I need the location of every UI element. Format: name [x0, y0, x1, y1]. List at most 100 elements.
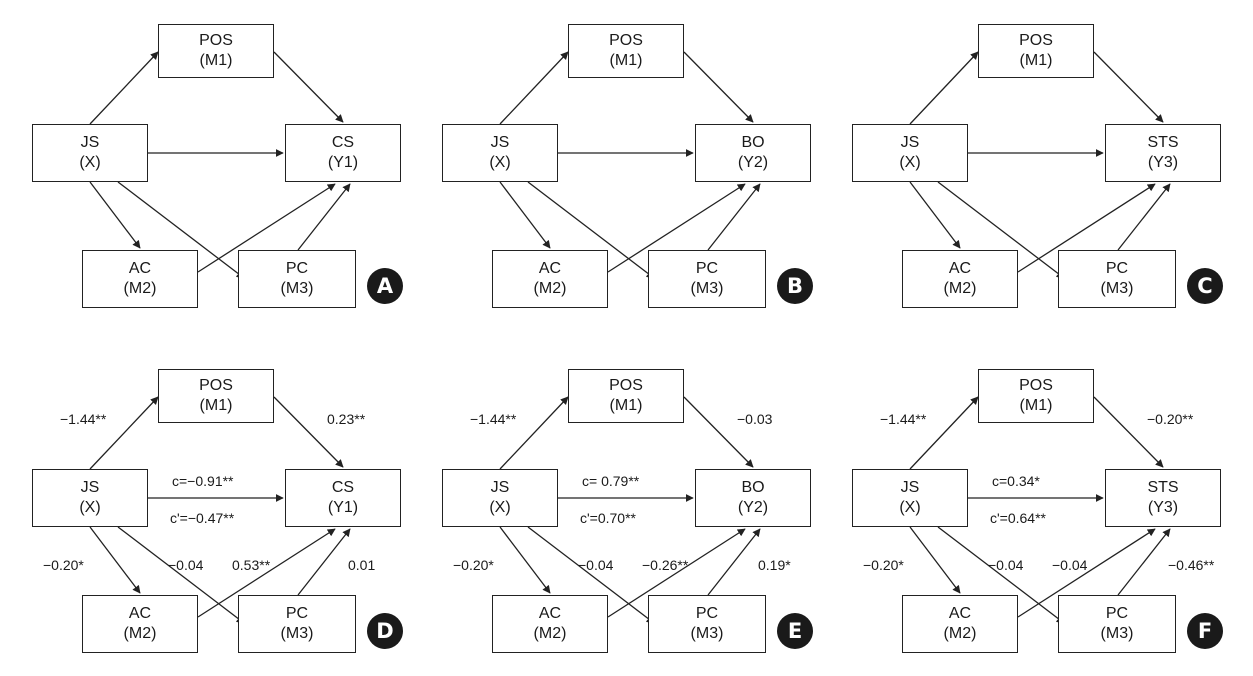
arrow-x-to-m3	[117, 181, 245, 279]
coefficient-c: c= 0.79**	[582, 473, 640, 489]
node-m1: POS(M1)	[978, 24, 1094, 78]
arrow-m2-to-y	[1017, 183, 1156, 273]
node-role: (M1)	[609, 397, 643, 414]
node-x: JS(X)	[32, 469, 148, 527]
arrow-x-to-m1	[89, 396, 159, 470]
node-m3: PC(M3)	[1058, 595, 1176, 653]
node-x: JS(X)	[852, 469, 968, 527]
node-role: (M1)	[199, 397, 233, 414]
arrow-x-to-m2	[909, 181, 961, 249]
node-role: (X)	[489, 499, 511, 516]
node-role: (X)	[489, 154, 511, 171]
arrow-x-to-m1	[499, 51, 569, 125]
arrow-m3-to-y	[707, 528, 761, 596]
node-role: (M3)	[690, 280, 724, 297]
coefficient-x-m2: −0.20*	[863, 557, 904, 573]
node-role: (M3)	[690, 625, 724, 642]
node-label: AC	[948, 260, 972, 277]
node-x: JS (X)	[442, 124, 558, 182]
node-role: (Y3)	[1147, 154, 1179, 171]
node-role: (Y2)	[737, 499, 769, 516]
node-role: (M3)	[1100, 280, 1134, 297]
node-role: (M1)	[609, 52, 643, 69]
panel-badge: A	[367, 268, 403, 304]
node-label: PC	[285, 260, 309, 277]
node-m1: POS (M1)	[158, 369, 274, 423]
coefficient-c: c=0.34*	[992, 473, 1040, 489]
coefficient-x-m3: −0.04	[168, 557, 204, 573]
node-m3: PC(M3)	[648, 250, 766, 308]
node-label: JS	[490, 134, 510, 151]
arrow-m1-to-y	[273, 396, 344, 468]
node-label: PC	[695, 605, 719, 622]
node-label: STS	[1147, 134, 1179, 151]
node-label: PC	[1105, 260, 1129, 277]
node-role: (Y3)	[1147, 499, 1179, 516]
node-label: PC	[285, 605, 309, 622]
node-label: JS	[900, 479, 920, 496]
node-role: (M1)	[1019, 397, 1053, 414]
node-label: AC	[948, 605, 972, 622]
coefficient-m2-y: −0.26**	[642, 557, 689, 573]
node-y: BO(Y2)	[695, 124, 811, 182]
node-label: BO	[741, 134, 765, 151]
node-y: STS (Y3)	[1105, 469, 1221, 527]
node-role: (X)	[79, 154, 101, 171]
arrow-x-to-m2	[89, 181, 141, 249]
arrow-x-to-m2	[909, 526, 961, 594]
arrow-m2-to-y	[197, 528, 336, 618]
arrow-m1-to-y	[683, 396, 754, 468]
arrow-x-to-m3	[527, 181, 655, 279]
node-x: JS(X)	[852, 124, 968, 182]
arrow-x-to-m2	[499, 181, 551, 249]
panel-badge: B	[777, 268, 813, 304]
arrow-m2-to-y	[197, 183, 336, 273]
node-role: (M1)	[199, 52, 233, 69]
panel-badge: D	[367, 613, 403, 649]
node-role: (M2)	[533, 625, 567, 642]
node-m3: PC (M3)	[648, 595, 766, 653]
node-m2: AC(M2)	[82, 250, 198, 308]
coefficient-x-m3: −0.04	[988, 557, 1024, 573]
arrow-m2-to-y	[607, 528, 746, 618]
node-label: CS	[331, 479, 355, 496]
arrow-x-to-m3	[937, 526, 1065, 624]
panel-badge: C	[1187, 268, 1223, 304]
coefficient-m1-y: −0.20**	[1147, 411, 1194, 427]
coefficient-c: c=−0.91**	[172, 473, 234, 489]
arrow-x-to-m3	[937, 181, 1065, 279]
arrow-m1-to-y	[273, 51, 344, 123]
node-role: (M1)	[1019, 52, 1053, 69]
panel-badge: E	[777, 613, 813, 649]
node-x: JS(X)	[32, 124, 148, 182]
node-role: (Y1)	[327, 499, 359, 516]
coefficient-x-m1: −1.44**	[880, 411, 927, 427]
node-role: (M2)	[943, 625, 977, 642]
node-role: (X)	[79, 499, 101, 516]
coefficient-c-prime: c'=0.70**	[580, 510, 636, 526]
node-role: (X)	[899, 154, 921, 171]
node-label: POS	[199, 377, 233, 394]
coefficient-m3-y: 0.19*	[758, 557, 791, 573]
node-role: (M3)	[280, 280, 314, 297]
node-y: BO (Y2)	[695, 469, 811, 527]
coefficient-c-prime: c'=−0.47**	[170, 510, 235, 526]
node-role: (M2)	[123, 280, 157, 297]
node-label: CS	[331, 134, 355, 151]
arrow-x-to-m1	[499, 396, 569, 470]
coefficient-m2-y: −0.04	[1052, 557, 1088, 573]
node-m3: PC(M3)	[238, 595, 356, 653]
arrow-m3-to-y	[1117, 528, 1171, 596]
node-m1: POS(M1)	[568, 369, 684, 423]
arrow-x-to-m3	[527, 526, 655, 624]
node-label: STS	[1147, 479, 1179, 496]
node-label: POS	[1019, 377, 1053, 394]
node-role: (M2)	[123, 625, 157, 642]
node-m1: POS (M1)	[978, 369, 1094, 423]
coefficient-m1-y: 0.23**	[327, 411, 366, 427]
node-role: (Y1)	[327, 154, 359, 171]
node-label: BO	[741, 479, 765, 496]
node-role: (M2)	[943, 280, 977, 297]
node-label: POS	[609, 32, 643, 49]
